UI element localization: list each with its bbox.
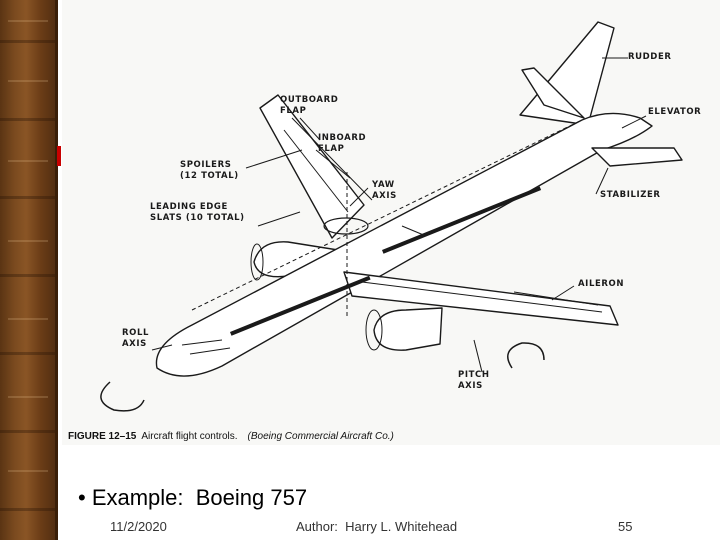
footer-author: Author: Harry L. Whitehead <box>296 519 458 534</box>
label-elevator: ELEVATOR <box>648 107 702 117</box>
label-yaw-axis: YAW AXIS <box>372 180 397 201</box>
red-accent-mark <box>57 146 61 166</box>
far-stabilizer <box>521 67 585 119</box>
footer-page-number: 55 <box>618 519 633 534</box>
label-inboard-flap: INBOARD FLAP <box>318 133 367 154</box>
caption-credit: (Boeing Commercial Aircraft Co.) <box>247 431 394 442</box>
label-pitch-axis: PITCH AXIS <box>458 370 490 391</box>
caption-number: FIGURE 12–15 <box>68 431 137 442</box>
near-stabilizer <box>591 147 683 167</box>
label-spoilers: SPOILERS (12 TOTAL) <box>180 160 239 181</box>
label-rudder: RUDDER <box>628 52 672 62</box>
caption-text: Aircraft flight controls. <box>141 431 238 442</box>
near-engine <box>373 307 443 351</box>
label-outboard-flap: OUTBOARD FLAP <box>280 95 339 116</box>
footer-date: 11/2/2020 <box>110 519 167 534</box>
label-aileron: AILERON <box>578 279 625 289</box>
label-leading-edge-slats: LEADING EDGE SLATS (10 TOTAL) <box>150 202 245 223</box>
aircraft-drawing <box>100 21 683 412</box>
aircraft-figure: RUDDER OUTBOARD FLAP INBOARD FLAP ELEVAT… <box>62 0 720 445</box>
wood-sidebar <box>0 0 58 540</box>
bullet-example: • Example: Boeing 757 <box>78 485 308 510</box>
label-roll-axis: ROLL AXIS <box>122 328 150 349</box>
figure-caption: FIGURE 12–15 Aircraft flight controls. (B… <box>68 431 394 442</box>
label-stabilizer: STABILIZER <box>600 190 661 200</box>
